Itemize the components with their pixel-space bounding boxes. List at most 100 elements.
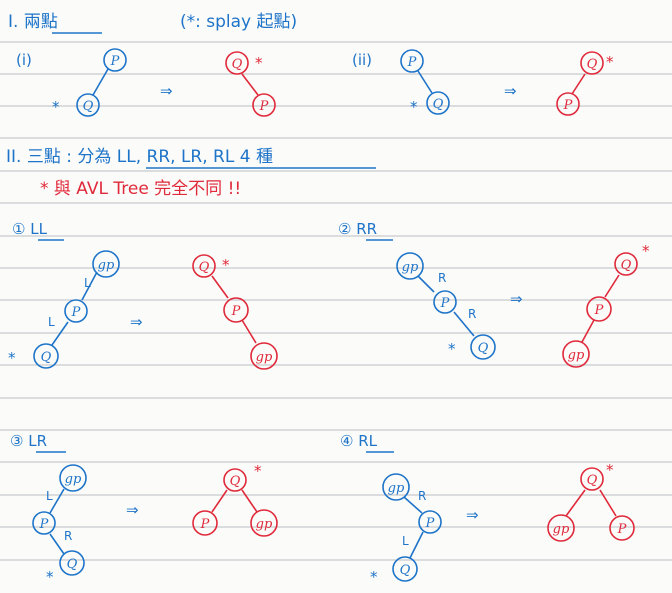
edge-label-l: L <box>48 315 55 329</box>
node-p <box>556 92 580 116</box>
section1-heading: I. 兩點 <box>8 12 58 32</box>
svg-text:P: P <box>259 99 269 114</box>
node-p <box>192 510 218 536</box>
svg-text:P: P <box>617 522 627 537</box>
node-gp <box>547 514 575 542</box>
node-q <box>426 91 450 115</box>
node-p <box>64 299 88 323</box>
svg-text:Q: Q <box>433 97 444 112</box>
svg-text:P: P <box>594 303 604 318</box>
edge-label-r: R <box>64 529 72 543</box>
two-node-case-ii: (ii) P Q * ⇒ Q P * <box>352 49 614 116</box>
splay-mark: * <box>606 461 614 479</box>
node-q <box>225 51 249 75</box>
node-p <box>609 515 635 541</box>
section2-warning: * 與 AVL Tree 完全不同 !! <box>40 179 241 199</box>
svg-text:gp: gp <box>402 260 419 275</box>
transform-arrow: ⇒ <box>504 82 517 100</box>
edge-label-r: R <box>438 271 446 285</box>
transform-arrow: ⇒ <box>130 313 143 331</box>
svg-text:Q: Q <box>83 99 94 114</box>
svg-text:gp: gp <box>553 522 570 537</box>
edge-label-r: R <box>468 307 476 321</box>
svg-text:P: P <box>39 517 49 532</box>
node-q <box>223 468 247 492</box>
node-p <box>418 510 442 534</box>
svg-text:Q: Q <box>67 557 78 572</box>
svg-text:P: P <box>407 55 417 70</box>
svg-text:Q: Q <box>199 260 210 275</box>
case-rr-title: ② RR <box>338 220 377 238</box>
section1-note: (*: splay 起點) <box>180 12 297 32</box>
edge-label-l: L <box>402 534 409 548</box>
svg-text:P: P <box>231 304 241 319</box>
case-ll-title: ① LL <box>12 220 48 238</box>
splay-mark: * <box>46 568 54 586</box>
svg-text:P: P <box>563 98 573 113</box>
splay-mark: * <box>606 53 614 71</box>
splay-mark: * <box>8 349 16 367</box>
case-ii-label: (ii) <box>352 51 372 69</box>
node-p <box>400 49 424 73</box>
svg-text:P: P <box>425 516 435 531</box>
svg-text:Q: Q <box>41 350 52 365</box>
svg-text:P: P <box>110 54 120 69</box>
node-gp <box>250 509 278 537</box>
splay-mark: * <box>254 462 262 480</box>
node-p <box>433 290 457 314</box>
splay-mark: * <box>222 256 230 274</box>
node-p <box>223 297 249 323</box>
case-rl-title: ④ RL <box>340 432 378 450</box>
transform-arrow: ⇒ <box>160 82 173 100</box>
svg-text:Q: Q <box>621 258 632 273</box>
node-gp <box>562 340 590 368</box>
node-gp <box>92 250 120 278</box>
node-gp <box>396 252 424 280</box>
svg-text:Q: Q <box>232 57 243 72</box>
svg-text:Q: Q <box>400 563 411 578</box>
svg-text:gp: gp <box>568 348 585 363</box>
case-rr: ② RR gp P Q R R * ⇒ Q P gp * <box>338 220 650 368</box>
case-rl: ④ RL gp P Q R L * ⇒ Q gp P * <box>340 432 635 586</box>
transform-arrow: ⇒ <box>466 506 479 524</box>
node-q <box>580 51 604 75</box>
case-i-label: (i) <box>16 51 32 69</box>
node-q <box>614 252 638 276</box>
case-lr: ③ LR gp P Q L R * ⇒ Q P gp * <box>10 432 278 586</box>
node-q <box>59 550 85 576</box>
svg-text:Q: Q <box>587 57 598 72</box>
splay-mark: * <box>52 98 60 116</box>
node-q <box>192 254 216 278</box>
node-p <box>252 93 276 117</box>
node-q <box>392 556 418 582</box>
svg-text:P: P <box>440 296 450 311</box>
case-ll: ① LL gp P Q L L * ⇒ Q P gp * <box>8 220 278 370</box>
transform-arrow: ⇒ <box>126 501 139 519</box>
node-gp <box>59 464 87 492</box>
svg-text:gp: gp <box>65 472 82 487</box>
node-q <box>580 467 604 491</box>
splay-mark: * <box>370 568 378 586</box>
section2-heading: II. 三點 : 分為 LL, RR, LR, RL 4 種 <box>6 147 273 167</box>
svg-text:gp: gp <box>256 517 273 532</box>
node-q <box>76 93 100 117</box>
node-p <box>586 296 612 322</box>
splay-mark: * <box>642 242 650 260</box>
ruled-lines <box>0 41 672 561</box>
svg-text:P: P <box>71 305 81 320</box>
edge-label-r: R <box>418 489 426 503</box>
two-node-case-i: (i) P Q * ⇒ Q P * <box>16 48 276 117</box>
edge-label-l: L <box>84 276 91 290</box>
svg-text:gp: gp <box>98 258 115 273</box>
svg-text:Q: Q <box>478 341 489 356</box>
svg-text:Q: Q <box>230 474 241 489</box>
svg-text:Q: Q <box>587 473 598 488</box>
svg-text:gp: gp <box>388 481 405 496</box>
splay-mark: * <box>448 340 456 358</box>
splay-mark: * <box>255 54 263 72</box>
edge-label-l: L <box>46 489 53 503</box>
svg-text:gp: gp <box>256 350 273 365</box>
node-q <box>470 334 496 360</box>
case-lr-title: ③ LR <box>10 432 47 450</box>
